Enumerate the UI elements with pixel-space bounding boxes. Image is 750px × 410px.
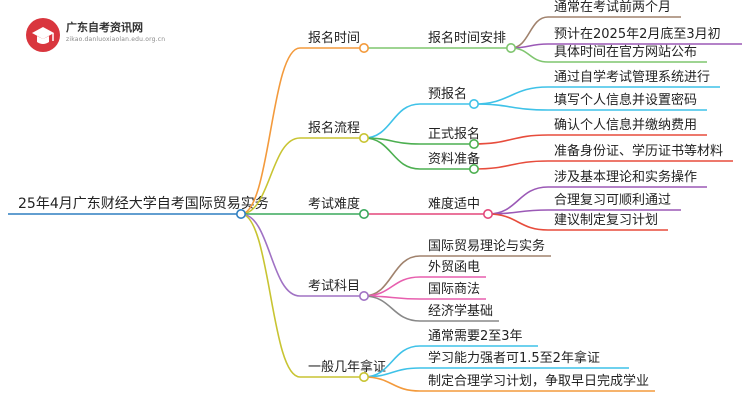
child-connector [363,137,421,170]
child-label: 通常需要2至3年 [428,329,523,344]
leaf-connector [510,47,549,63]
child-node [505,42,516,53]
leaf-connector [473,103,549,111]
child-label: 正式报名 [428,126,480,142]
child-label: 学习能力强者可1.5至2年拿证 [428,350,600,366]
logo-subtitle: zikao.danluoxiaolan.edu.org.cn [66,36,166,43]
root-node-label: 25年4月广东财经大学自考国际贸易实务 [18,196,269,212]
child-connector [363,103,421,139]
root-node [236,209,247,220]
leaf-label: 通过自学考试管理系统进行 [554,69,710,85]
child-node [468,139,479,150]
branch-label: 报名时间 [308,30,360,46]
leaf-label: 具体时间在官方网站公布 [554,44,697,60]
child-label: 制定合理学习计划，争取早日完成学业 [428,373,649,389]
child-label: 外贸函电 [428,260,480,275]
leaf-connector [487,209,549,215]
child-label: 国际贸易理论与实务 [428,238,545,254]
child-label: 报名时间安排 [428,30,506,46]
child-connector [363,255,421,297]
child-label: 经济学基础 [428,303,493,319]
child-connector [363,376,421,392]
child-connector [363,276,421,297]
child-label: 资料准备 [428,151,480,167]
branch-node [358,371,369,382]
leaf-label: 建议制定复习计划 [554,213,658,228]
branch-node [358,42,369,53]
branch-node [358,209,369,220]
branch-label: 一般几年拿证 [308,359,386,375]
logo-title: 广东自考资讯网 [66,21,143,34]
child-node [468,164,479,175]
leaf-label: 涉及基本理论和实务操作 [554,169,697,185]
child-connector [363,295,421,322]
graduation-cap-icon [26,18,60,52]
leaf-connector [473,134,549,145]
branch-label: 考试科目 [308,279,360,294]
leaf-label: 合理复习可顺利通过 [554,193,671,208]
branch-connector [240,137,301,215]
child-node [482,209,493,220]
branch-label: 报名流程 [308,120,360,136]
leaf-connector [473,86,549,105]
branch-label: 考试难度 [308,196,360,212]
branch-node [358,133,369,144]
leaf-label: 预计在2025年2月底至3月初 [554,26,721,42]
leaf-connector [473,160,549,170]
branch-node [358,290,369,301]
child-node [468,99,479,110]
branch-connector [240,213,301,378]
leaf-label: 通常在考试前两个月 [554,0,671,15]
leaf-connector [510,16,549,49]
site-logo: 广东自考资讯网 zikao.danluoxiaolan.edu.org.cn [26,16,216,56]
branch-connector [240,47,301,215]
branch-connector [240,213,301,297]
leaf-connector [510,43,549,49]
child-label: 国际商法 [428,282,480,297]
child-label: 预报名 [428,86,467,102]
leaf-label: 填写个人信息并设置密码 [554,92,697,108]
child-label: 难度适中 [428,196,480,212]
leaf-label: 确认个人信息并缴纳费用 [554,117,697,133]
leaf-connector [487,213,549,231]
leaf-label: 准备身份证、学历证书等材料 [554,143,723,159]
